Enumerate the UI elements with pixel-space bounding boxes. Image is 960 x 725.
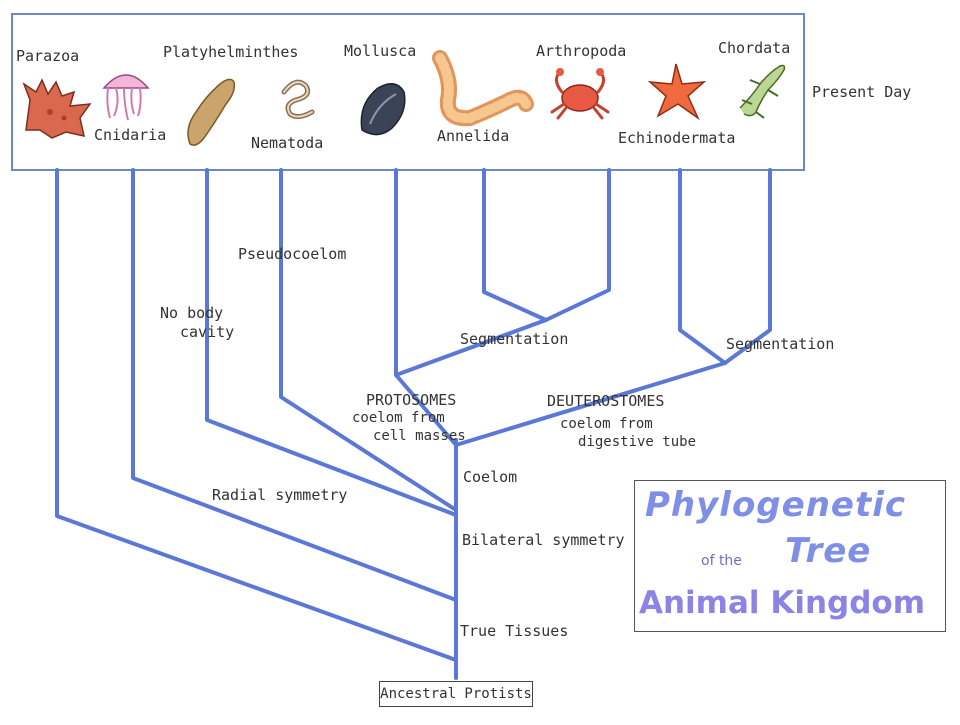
sponge-icon <box>22 78 92 139</box>
no-body-cavity-label-line2: cavity <box>180 323 234 341</box>
deuterostome-branch <box>454 361 727 447</box>
taxon-label-platyhelminthes: Platyhelminthes <box>163 43 298 61</box>
arthropoda-branch <box>544 168 611 322</box>
jellyfish-icon <box>102 74 150 121</box>
starfish-icon <box>647 63 707 121</box>
taxon-label-echinodermata: Echinodermata <box>618 129 735 147</box>
flatworm-icon <box>187 78 236 146</box>
radial-symmetry-label: Radial symmetry <box>212 486 347 504</box>
earthworm-icon <box>432 50 534 127</box>
tree-branches <box>55 168 772 680</box>
parazoa-branch <box>55 168 458 662</box>
segmentation-protostome-label: Segmentation <box>460 330 568 348</box>
pseudocoelom-label: Pseudocoelom <box>238 245 346 263</box>
protostome-split <box>394 318 548 377</box>
title-panel: Phylogenetic Tree of the Animal Kingdom <box>634 480 946 632</box>
roundworm-icon <box>281 79 315 120</box>
taxon-label-nematoda: Nematoda <box>251 134 323 152</box>
protostomes-desc-line2: cell masses <box>373 428 466 444</box>
no-body-cavity-label-line1: No body <box>160 304 223 322</box>
taxon-label-annelida: Annelida <box>437 127 509 145</box>
taxon-label-chordata: Chordata <box>718 39 790 57</box>
segmentation-deuterostome-label: Segmentation <box>726 335 834 353</box>
platyhelminthes-branch <box>205 168 458 517</box>
annelida-branch <box>482 168 548 322</box>
deuterostomes-desc-line2: digestive tube <box>578 434 696 450</box>
coelom-label: Coelom <box>463 468 517 486</box>
title-line-tree: Tree <box>785 531 872 571</box>
ancestral-protists-box: Ancestral Protists <box>379 681 533 707</box>
taxon-label-mollusca: Mollusca <box>344 42 416 60</box>
deuterostomes-desc-line1: coelom from <box>560 416 653 432</box>
mussel-icon <box>360 83 406 136</box>
echinodermata-branch <box>678 168 727 365</box>
present-day-label: Present Day <box>812 83 911 101</box>
bilateral-symmetry-label: Bilateral symmetry <box>462 531 625 549</box>
title-line-phylogenetic: Phylogenetic <box>645 485 907 525</box>
deuterostomes-label: DEUTEROSTOMES <box>547 392 664 410</box>
nematoda-branch <box>279 168 458 512</box>
lizard-icon <box>739 64 786 119</box>
protostomes-desc-line1: coelom from <box>352 410 445 426</box>
crab-icon <box>550 68 610 120</box>
taxon-label-cnidaria: Cnidaria <box>94 126 166 144</box>
chordata-branch <box>723 168 772 365</box>
protostomes-label: PROTOSOMES <box>366 391 456 409</box>
cnidaria-branch <box>131 168 458 602</box>
title-line-animal-kingdom: Animal Kingdom <box>639 585 926 621</box>
taxon-label-parazoa: Parazoa <box>16 47 79 65</box>
true-tissues-label: True Tissues <box>460 622 568 640</box>
title-of-the: of the <box>701 553 742 569</box>
taxon-label-arthropoda: Arthropoda <box>536 42 626 60</box>
